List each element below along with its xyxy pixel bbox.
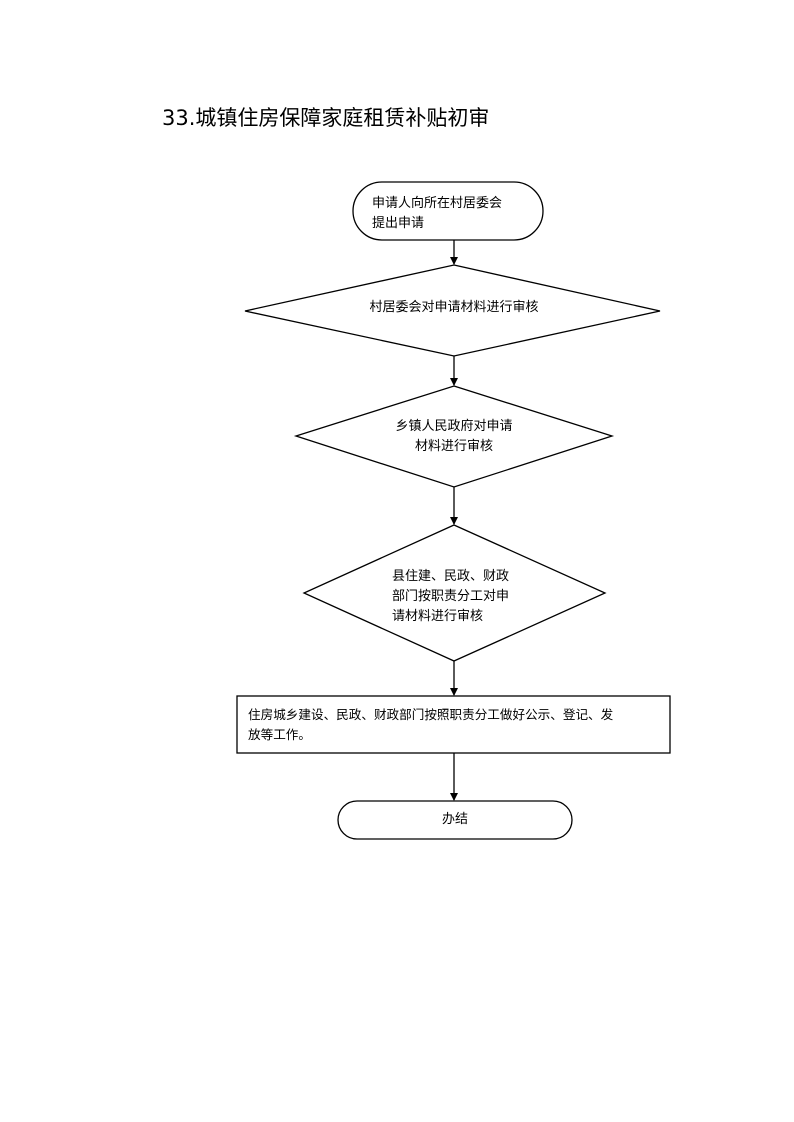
county-review-line-1: 县住建、民政、财政 [392,569,510,584]
end-node-shape [337,800,573,840]
village-review-line-1: 村居委会对申请材料进行审核 [369,300,539,315]
county-review-line-3: 请材料进行审核 [392,609,484,624]
county-review-label: 县住建、民政、财政 部门按职责分工对申 请材料进行审核 [392,567,509,627]
town-review-line-2: 材料进行审核 [414,439,493,454]
start-node-label: 申请人向所在村居委会 提出申请 [372,194,502,234]
county-review-line-2: 部门按职责分工对申 [392,589,510,604]
village-review-label: 村居委会对申请材料进行审核 [334,298,574,318]
end-node-label: 办结 [338,810,572,830]
page-title: 33.城镇住房保障家庭租赁补贴初审 [162,106,490,130]
town-review-label: 乡镇人民政府对申请 材料进行审核 [374,417,534,457]
start-node-shape [352,181,544,241]
start-node-line-2: 提出申请 [372,216,425,231]
publicize-node-shape [236,695,671,754]
publicize-line-2: 放等工作。 [248,727,311,742]
publicize-line-1: 住房城乡建设、民政、财政部门按照职责分工做好公示、登记、发 [248,707,614,722]
town-review-line-1: 乡镇人民政府对申请 [395,419,513,434]
publicize-label: 住房城乡建设、民政、财政部门按照职责分工做好公示、登记、发 放等工作。 [248,705,613,745]
end-node-line-1: 办结 [441,812,468,827]
start-node-line-1: 申请人向所在村居委会 [372,196,503,211]
